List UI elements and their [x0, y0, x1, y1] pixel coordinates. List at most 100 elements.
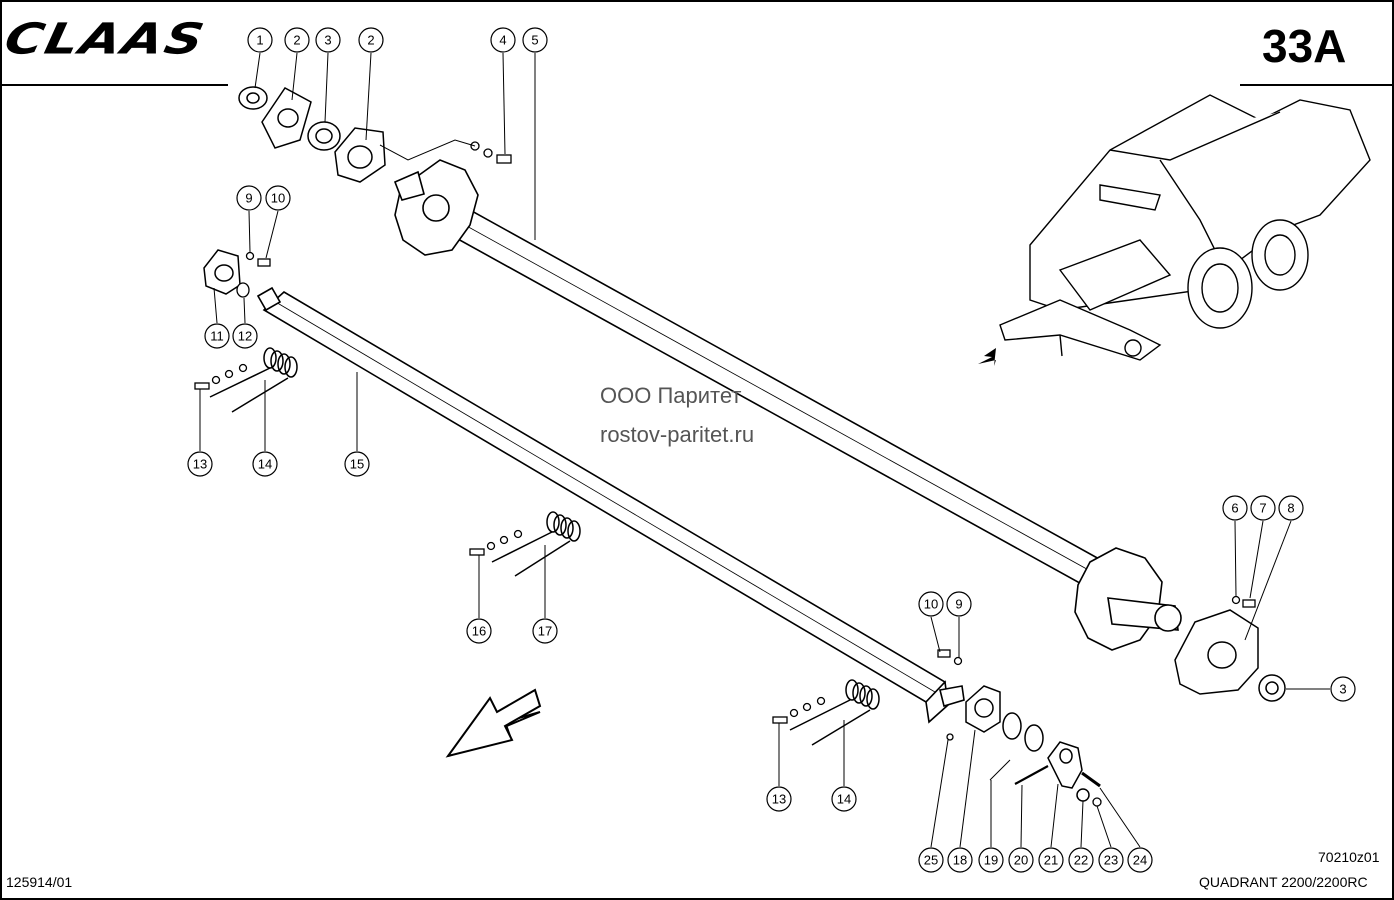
- part-housing-11: [203, 249, 241, 295]
- callout-number: 17: [538, 624, 552, 639]
- part-bolts-9-10: [245, 251, 271, 267]
- callout-8: 8: [1278, 495, 1304, 521]
- callout-number: 24: [1133, 853, 1147, 868]
- callout-circle: [978, 847, 1004, 873]
- callout-number: 14: [258, 457, 272, 472]
- callout-number: 6: [1231, 501, 1238, 516]
- part-rings-19: [1002, 712, 1044, 752]
- part-bearing-3b: [1258, 674, 1286, 702]
- leader-19: [989, 759, 1011, 781]
- callout-number: 19: [984, 853, 998, 868]
- callout-number: 8: [1287, 501, 1294, 516]
- watermark-company: ООО Паритет: [600, 383, 742, 408]
- callout-25: 25: [918, 847, 944, 873]
- callout-22: 22: [1068, 847, 1094, 873]
- callout-number: 2: [367, 33, 374, 48]
- callout-number: 2: [293, 33, 300, 48]
- callout-number: 4: [499, 33, 506, 48]
- part-bolts-10-9b: [937, 649, 963, 666]
- callout-number: 7: [1259, 501, 1266, 516]
- part-washer-2a: [261, 87, 312, 149]
- part-bolt-16: [469, 529, 523, 556]
- callout-circle: [1038, 847, 1064, 873]
- callout-number: 21: [1044, 853, 1058, 868]
- part-washer-2b: [334, 127, 386, 183]
- callout-circle: [232, 323, 258, 349]
- callout-circle: [1250, 495, 1276, 521]
- callout-number: 13: [193, 457, 207, 472]
- callout-number: 14: [837, 792, 851, 807]
- callout-circle: [1222, 495, 1248, 521]
- callout-circle: [315, 27, 341, 53]
- callout-18: 18: [947, 847, 973, 873]
- callout-9: 9: [236, 185, 262, 211]
- callout-circle: [766, 786, 792, 812]
- part-bolts-6-7: [1231, 595, 1256, 608]
- callout-circle: [265, 185, 291, 211]
- callout-7: 7: [1250, 495, 1276, 521]
- part-pin-20: [1014, 765, 1049, 785]
- callout-number: 3: [324, 33, 331, 48]
- callout-circle: [1278, 495, 1304, 521]
- callout-number: 10: [271, 191, 285, 206]
- callout-2: 2: [284, 27, 310, 53]
- lower-shaft: [256, 286, 965, 724]
- drawing-number: 125914/01: [6, 874, 73, 890]
- part-bolt-13b: [772, 696, 826, 724]
- callout-2: 2: [358, 27, 384, 53]
- part-grease-25: [946, 733, 954, 741]
- callout-4: 4: [490, 27, 516, 53]
- baler-direction-arrow: [978, 348, 996, 366]
- callout-circle: [946, 591, 972, 617]
- callout-circle: [1330, 676, 1356, 702]
- callout-5: 5: [522, 27, 548, 53]
- callout-number: 25: [924, 853, 938, 868]
- part-bolt-13a: [194, 363, 248, 390]
- callout-1: 1: [247, 27, 273, 53]
- part-bolt-4: [470, 141, 512, 164]
- part-ring-1: [238, 86, 268, 110]
- callout-11: 11: [204, 323, 230, 349]
- callout-circle: [947, 847, 973, 873]
- part-cover-8: [1174, 609, 1259, 695]
- callout-circle: [1098, 847, 1124, 873]
- callout-12: 12: [232, 323, 258, 349]
- part-ring-12: [236, 282, 250, 298]
- callout-16: 16: [466, 618, 492, 644]
- baler-overview: [999, 94, 1371, 361]
- callout-number: 22: [1074, 853, 1088, 868]
- watermark-website: rostov-paritet.ru: [600, 422, 755, 447]
- callout-circle: [1008, 847, 1034, 873]
- callout-number: 15: [350, 457, 364, 472]
- callout-13: 13: [766, 786, 792, 812]
- callout-circle: [236, 185, 262, 211]
- callout-number: 13: [772, 792, 786, 807]
- callout-number: 5: [531, 33, 538, 48]
- part-spring-14b: [789, 679, 880, 746]
- callout-number: 23: [1104, 853, 1118, 868]
- callout-15: 15: [344, 451, 370, 477]
- callout-number: 9: [245, 191, 252, 206]
- callout-number: 9: [955, 597, 962, 612]
- callout-circle: [522, 27, 548, 53]
- callout-14: 14: [831, 786, 857, 812]
- leader-lines: [199, 52, 1330, 848]
- callout-number: 16: [472, 624, 486, 639]
- callout-number: 12: [238, 329, 252, 344]
- callout-19: 19: [978, 847, 1004, 873]
- callout-number: 18: [953, 853, 967, 868]
- callout-circle: [532, 618, 558, 644]
- callout-circle: [252, 451, 278, 477]
- callout-number: 20: [1014, 853, 1028, 868]
- callout-13: 13: [187, 451, 213, 477]
- direction-arrow-body: [445, 688, 542, 758]
- callout-circle: [918, 847, 944, 873]
- callout-number: 11: [210, 329, 224, 344]
- page-number: 33A: [1262, 20, 1347, 72]
- callout-circle: [466, 618, 492, 644]
- callout-circle: [1068, 847, 1094, 873]
- part-housing-18: [965, 685, 1001, 733]
